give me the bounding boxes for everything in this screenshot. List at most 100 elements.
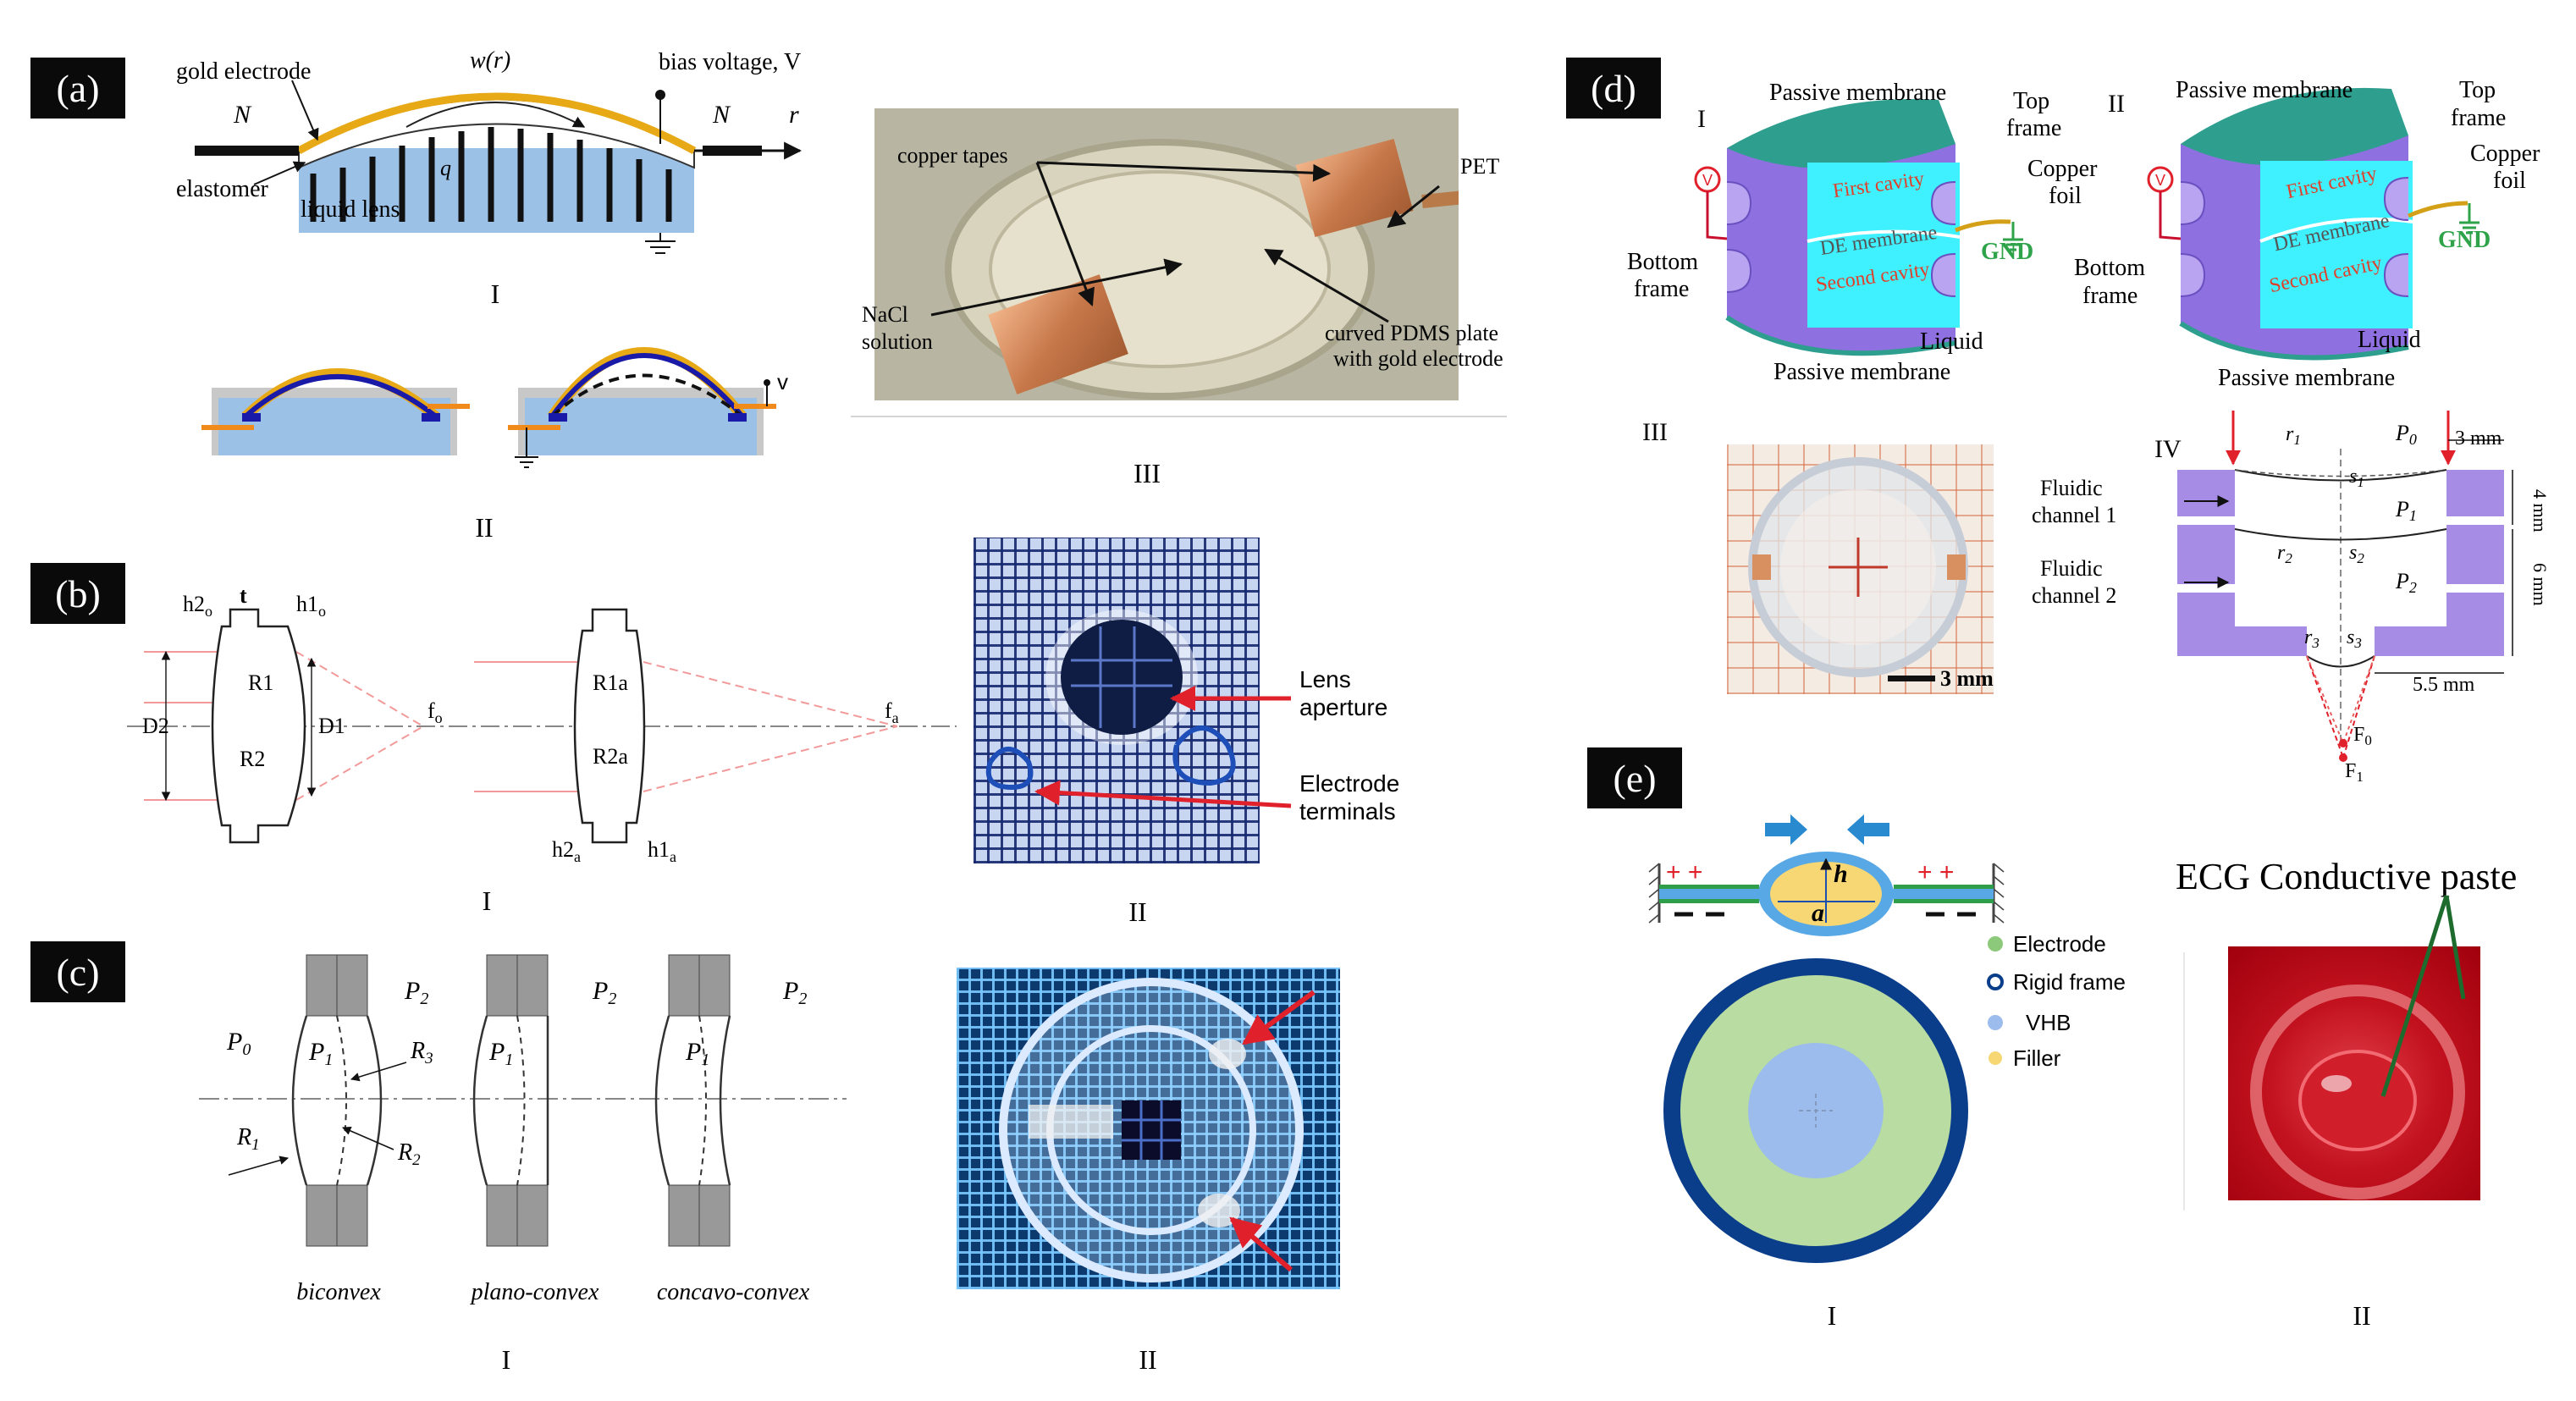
label-c-R1: R1	[236, 1124, 260, 1154]
v-terminal	[764, 379, 770, 386]
label-c3-P1: P1	[685, 1038, 709, 1069]
c-R2-pointer	[342, 1126, 394, 1150]
label-nacl-1: NaCl	[862, 302, 908, 327]
d1-left-ribs	[1726, 181, 1752, 293]
d2-passive-top: Passive membrane	[2176, 77, 2353, 103]
d4-r1: r1	[2286, 423, 2301, 448]
d4-left-block-1	[2177, 470, 2235, 516]
label-c1-P1: P1	[308, 1038, 333, 1069]
panel-c-I-numeral: I	[502, 1344, 511, 1375]
label-v: v	[777, 369, 788, 394]
c3-frame-bl	[668, 1184, 700, 1247]
label-w-r: w(r)	[470, 47, 510, 74]
right-rest-dome	[550, 373, 744, 418]
panel-b-II-photo: Lens aperture Electrode terminals II	[974, 538, 1399, 927]
label-lens-2: aperture	[1299, 694, 1387, 720]
d4-right-block-2	[2446, 525, 2504, 584]
a3-nacl-arrow	[930, 258, 1183, 317]
c3-frame-tr	[698, 954, 731, 1017]
panel-d-IV-numeral: IV	[2154, 435, 2182, 463]
label-N-right: N	[712, 101, 731, 129]
c3-left-surface	[654, 1015, 670, 1186]
c2-left-tab	[1029, 1105, 1113, 1139]
label-h1o: h1o	[296, 592, 326, 620]
d3-cross	[1829, 538, 1888, 597]
a3-pet-arrow	[1387, 185, 1440, 229]
panel-d-IV-diagram: IV r1 P0	[2032, 411, 2551, 785]
d2-gnd-symbol	[2459, 221, 2479, 234]
e2-ring	[2250, 985, 2465, 1200]
label-D2: D2	[142, 714, 169, 738]
c2-frame-bl	[486, 1184, 518, 1247]
d4-P0: P0	[2395, 421, 2417, 448]
label-c3-P2: P2	[782, 977, 807, 1008]
d2-gnd: GND	[2438, 227, 2491, 253]
panel-a: (a)	[30, 47, 1507, 543]
d2-passive-bottom: Passive membrane	[2218, 365, 2395, 391]
label-c2-P1: P1	[488, 1038, 513, 1069]
b-lens-o	[211, 608, 306, 844]
e-ecg-label: ECG Conductive paste	[2176, 856, 2517, 897]
panel-a-badge	[30, 58, 125, 119]
e-h-label: h	[1834, 860, 1848, 888]
d1-passive-bottom: Passive membrane	[1773, 359, 1950, 385]
d1-passive-top: Passive membrane	[1769, 80, 1946, 106]
e-plus-left: + +	[1666, 858, 1702, 886]
c1-right-surface	[366, 1015, 383, 1186]
d2-copper-2: foil	[2493, 168, 2526, 194]
label-biconvex: biconvex	[296, 1279, 381, 1305]
d4-fluidic1-1: Fluidic	[2040, 476, 2103, 500]
d1-top-frame-2: frame	[2006, 115, 2061, 141]
b2-terminal-arrow	[1034, 780, 1292, 808]
label-h2a: h2a	[552, 837, 581, 865]
panel-d-III-numeral: III	[1642, 418, 1668, 446]
d4-fluidic1-2: channel 1	[2032, 503, 2116, 527]
d2-top-frame-2: frame	[2451, 105, 2506, 131]
d1-liquid: Liquid	[1920, 328, 1983, 355]
label-lens-1: Lens	[1299, 666, 1351, 692]
c1-frame-tr	[336, 954, 368, 1017]
label-h1a: h1a	[648, 837, 676, 865]
d4-focus-F0	[2339, 739, 2347, 747]
e-electrode-left-top	[1659, 885, 1759, 889]
label-fa: fa	[885, 698, 899, 726]
e2-lens-highlight	[2321, 1075, 2352, 1092]
c3-right-surface	[719, 1015, 731, 1186]
panel-c-I-diagram: P0 P1 P2 R3 R2 R1 P1 P2 P1 P2 biconvex p…	[199, 954, 847, 1375]
panel-b-I-diagram: h2o t h1o R1 R2 D2 D1 fo R1a R2a fa h2a …	[127, 583, 957, 916]
gold-electrode-pointer	[291, 80, 319, 141]
label-plano-convex: plano-convex	[470, 1279, 599, 1305]
b-lens-a	[573, 608, 646, 844]
panel-d-I-numeral: I	[1697, 105, 1706, 133]
c2-frame-tr	[516, 954, 549, 1017]
d4-fluidic2-2: channel 2	[2032, 583, 2116, 608]
d2-copper-1: Copper	[2470, 141, 2540, 167]
d4-fluidic2-1: Fluidic	[2040, 556, 2103, 581]
e-wall-hatch	[1648, 863, 2005, 924]
label-elastomer: elastomer	[176, 176, 269, 202]
d4-membrane-1	[2234, 469, 2447, 482]
legend-filler-swatch	[1989, 1051, 2002, 1065]
d1-top-membrane	[1727, 99, 1955, 168]
c2-inner-membrane	[516, 1015, 526, 1186]
panel-e: (e)	[1587, 747, 2517, 1331]
c2-port-top	[1209, 1039, 1246, 1069]
c1-frame-tl	[306, 954, 338, 1017]
a3-tape-extension	[1421, 190, 1459, 208]
a3-copper-arrow-1	[1035, 162, 1095, 306]
d1-copper-1: Copper	[2027, 156, 2098, 182]
panel-c: (c)	[30, 941, 847, 1375]
d4-right-block-1	[2446, 470, 2504, 516]
d4-membrane-1-rest	[2234, 469, 2447, 477]
label-h2o: h2o	[183, 592, 212, 620]
panel-c-II-numeral: II	[1139, 1344, 1156, 1375]
c3-frame-br	[698, 1184, 731, 1247]
d1-gnd: GND	[1981, 239, 2033, 265]
legend-rigid-frame: Rigid frame	[2013, 969, 2126, 995]
d1-voltage-label: V	[1702, 172, 1713, 189]
panel-b-I-numeral: I	[483, 885, 492, 916]
d4-focus-F1	[2339, 753, 2347, 762]
panel-e-I-diagram: + + + + h a Electrode Rigid frame	[1648, 814, 2126, 1331]
d4-P2: P2	[2395, 569, 2417, 596]
